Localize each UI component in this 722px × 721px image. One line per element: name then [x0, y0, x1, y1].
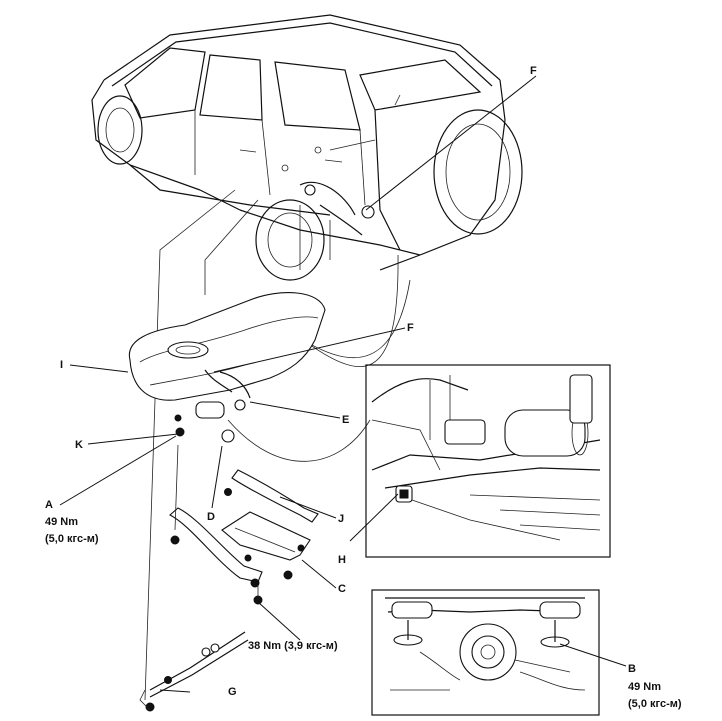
callout-f-mid: F — [407, 322, 414, 334]
torque-a-kgf: (5,0 кгс-м) — [45, 533, 99, 545]
torque-mid: 38 Nm (3,9 кгс-м) — [248, 640, 338, 652]
callout-f-top: F — [530, 65, 537, 77]
tank-straps — [169, 414, 319, 605]
callout-j: J — [338, 513, 344, 525]
torque-a-nm: 49 Nm — [45, 516, 78, 528]
fuel-tank — [128, 292, 326, 443]
callout-k: K — [75, 439, 83, 451]
fuel-line — [139, 631, 249, 712]
torque-b-kgf: (5,0 кгс-м) — [628, 698, 682, 710]
callout-b: B — [628, 663, 636, 675]
callout-i: I — [60, 359, 63, 371]
vehicle-illustration — [91, 14, 523, 281]
callout-h: H — [338, 554, 346, 566]
leader-lines — [59, 75, 627, 693]
callout-g: G — [228, 686, 237, 698]
callout-a: A — [45, 499, 53, 511]
callout-d: D — [207, 511, 215, 523]
inset-detail-b — [371, 589, 600, 716]
callout-labels: F F I E K A D J H C G B — [45, 65, 636, 698]
torque-b-nm: 49 Nm — [628, 681, 661, 693]
callout-c: C — [338, 583, 346, 595]
projection-lines — [144, 189, 411, 701]
torque-specs: 49 Nm (5,0 кгс-м) 38 Nm (3,9 кгс-м) 49 N… — [45, 516, 682, 710]
inset-detail-h — [365, 364, 611, 558]
callout-e: E — [342, 414, 349, 426]
